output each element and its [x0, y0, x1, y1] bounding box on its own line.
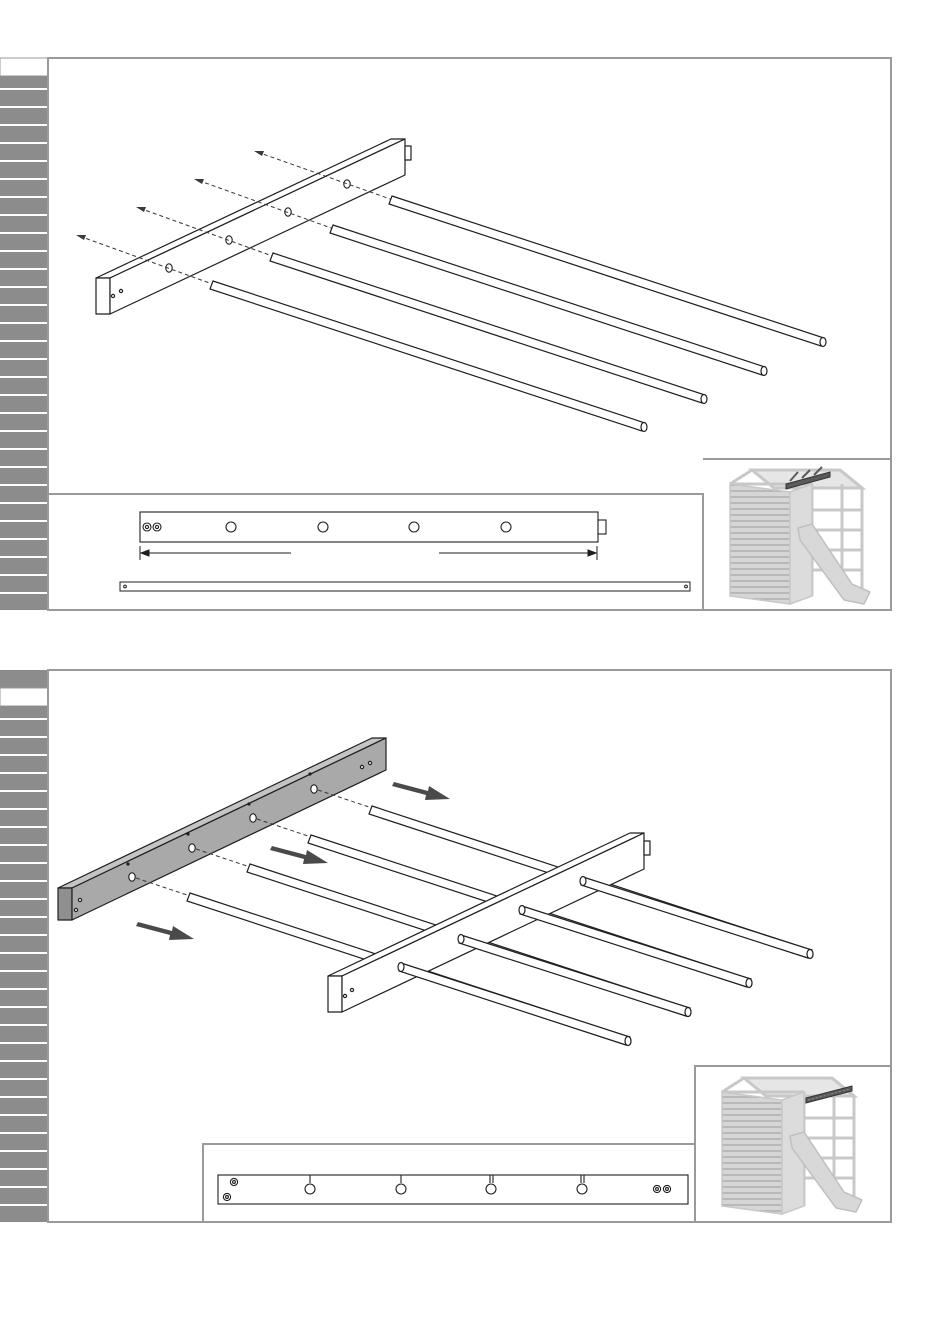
screw-icon [223, 1193, 230, 1200]
step-1-tab-band [0, 76, 48, 610]
step-1-panel [0, 58, 891, 610]
step-2-rod-exits [398, 877, 813, 1046]
step-2-tab-band [0, 706, 48, 1222]
step-1-dimension-line [140, 546, 597, 560]
hole-icon [501, 522, 511, 532]
hole-icon [189, 844, 195, 852]
hole-icon [344, 180, 350, 188]
hole-icon [305, 1184, 315, 1194]
step-1-detail-rod [120, 582, 690, 591]
step-2-tab-strip [0, 670, 48, 688]
hole-icon [396, 1184, 406, 1194]
step-2-detail-beam [218, 1175, 688, 1204]
step-1-tab-strip [0, 58, 48, 76]
hole-icon [226, 522, 236, 532]
hole-icon [318, 522, 328, 532]
hole-icon [129, 873, 135, 881]
arrow-icon [76, 235, 86, 240]
step-2-overview-playhouse [722, 1078, 862, 1214]
step-1-rods [210, 196, 826, 432]
hole-icon [577, 1184, 587, 1194]
screw-icon [653, 1185, 660, 1192]
arrow-icon [392, 782, 450, 800]
screw-icon [143, 523, 151, 531]
step-1-overview-playhouse [730, 467, 870, 604]
screw-icon [153, 523, 161, 531]
hole-icon [486, 1184, 496, 1194]
screw-icon [663, 1185, 670, 1192]
arrow-icon [136, 922, 194, 940]
step-2-tab-light [0, 688, 48, 706]
arrow-icon [254, 151, 264, 156]
arrow-icon [270, 846, 328, 864]
step-2-panel [0, 670, 891, 1222]
step-1-detail-beam [140, 512, 606, 542]
arrow-icon [194, 179, 204, 184]
hole-icon [409, 522, 419, 532]
arrow-icon [588, 550, 596, 556]
screw-icon [230, 1178, 237, 1185]
hole-icon [311, 785, 317, 793]
hole-icon [250, 814, 256, 822]
arrow-icon [141, 550, 149, 556]
arrow-icon [136, 207, 146, 212]
